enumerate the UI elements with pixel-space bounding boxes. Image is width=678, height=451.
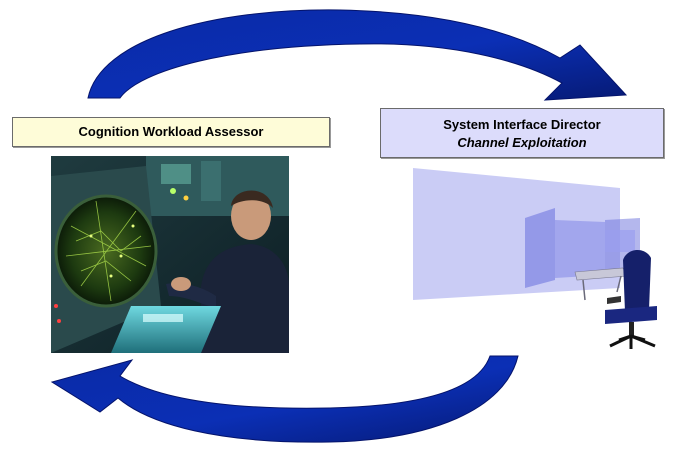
radar-operator-photo: [51, 156, 289, 353]
cognition-workload-assessor-label: Cognition Workload Assessor: [12, 117, 330, 147]
workspace-display-illustration: [413, 168, 657, 349]
bottom-arrow: [50, 355, 519, 443]
system-interface-director-label: System Interface Director Channel Exploi…: [380, 108, 664, 158]
left-box-title: Cognition Workload Assessor: [78, 124, 264, 139]
top-arrow: [87, 9, 628, 101]
right-box-subtitle: Channel Exploitation: [457, 135, 587, 150]
right-box-title: System Interface Director: [443, 117, 601, 132]
